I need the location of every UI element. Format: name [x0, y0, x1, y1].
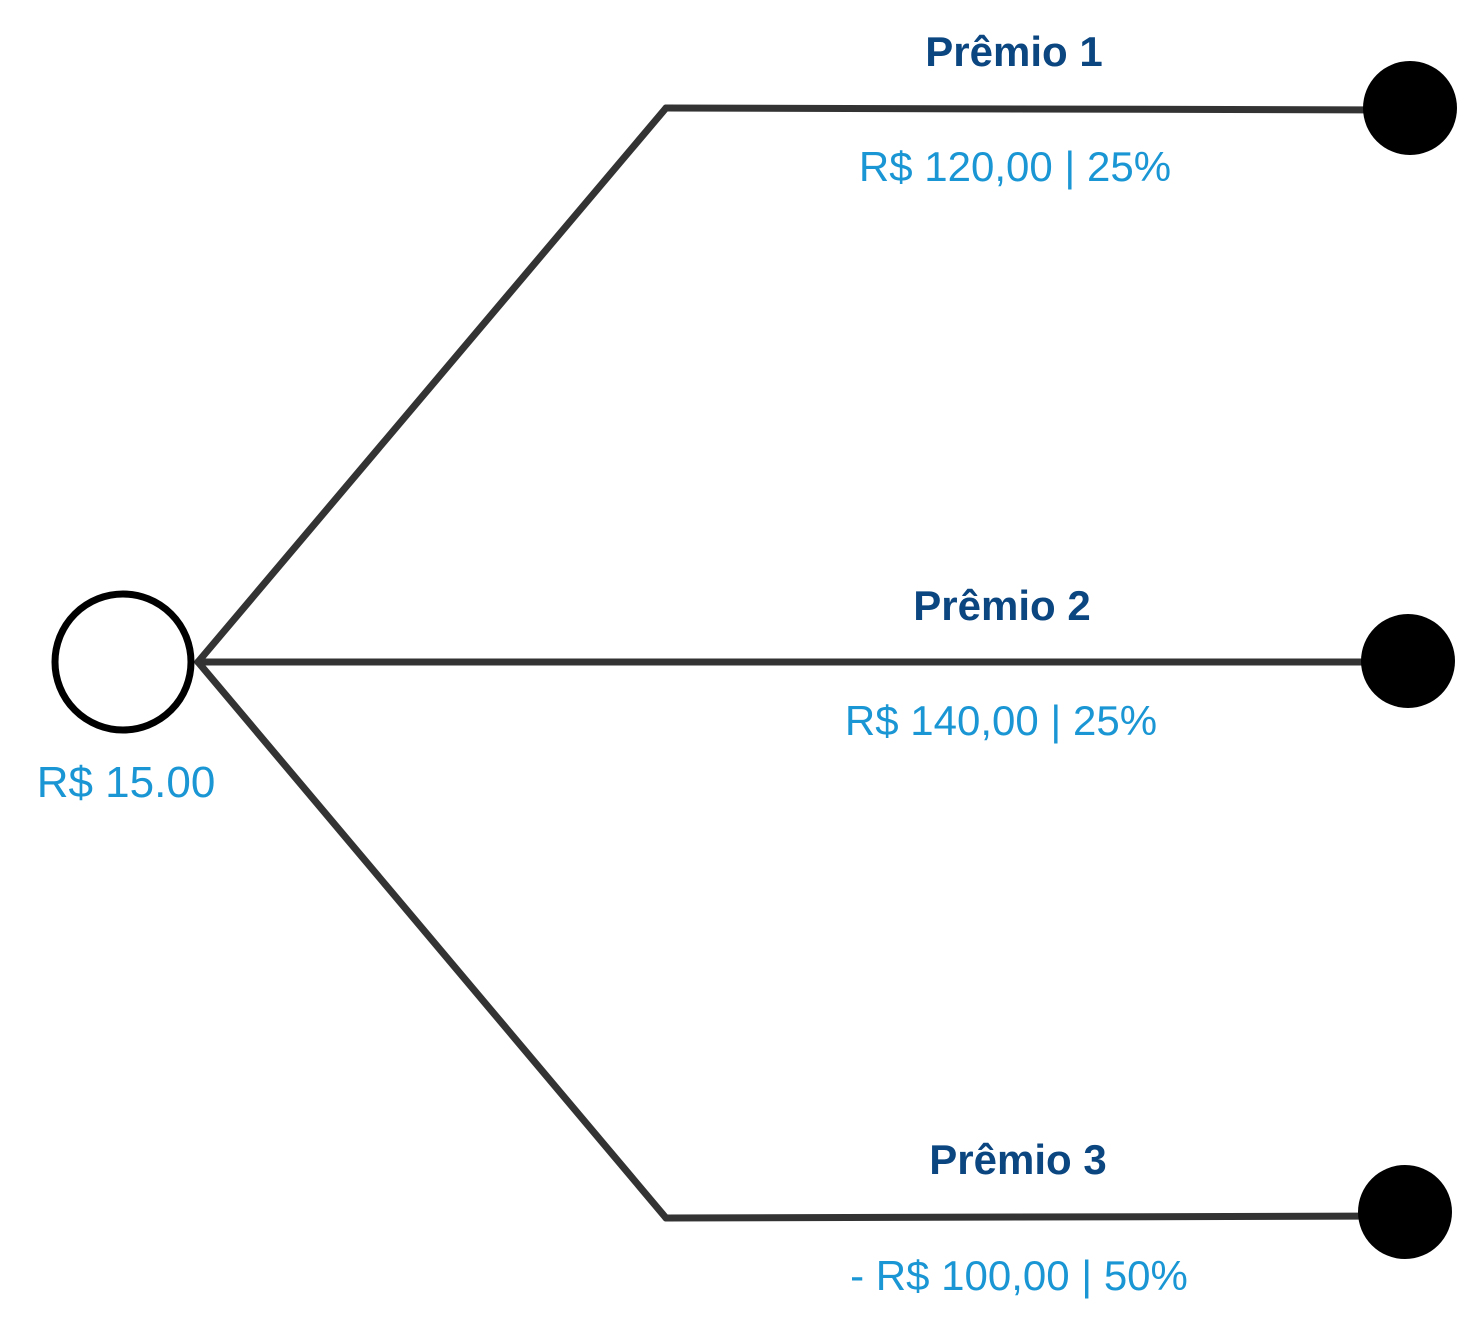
root-node	[51, 590, 195, 734]
leaf-node-1	[1363, 61, 1457, 155]
leaf-node-3	[1358, 1165, 1452, 1259]
branch-1-horizontal	[662, 104, 1412, 114]
branch-3-horizontal	[662, 1212, 1409, 1222]
prize-1-value: R$ 120,00 | 25%	[858, 143, 1172, 190]
root-value: R$ 15.00	[36, 758, 216, 807]
prize-3-title: Prêmio 3	[929, 1136, 1107, 1183]
leaf-node-2	[1361, 614, 1455, 708]
branch-1-diagonal	[194, 104, 670, 666]
prize-2-title: Prêmio 2	[913, 582, 1091, 629]
branch-3-diagonal	[194, 658, 670, 1222]
prize-1-title: Prêmio 1	[925, 28, 1103, 75]
prize-2-value: R$ 140,00 | 25%	[844, 697, 1158, 744]
prize-3-value: - R$ 100,00 | 50%	[850, 1252, 1188, 1299]
